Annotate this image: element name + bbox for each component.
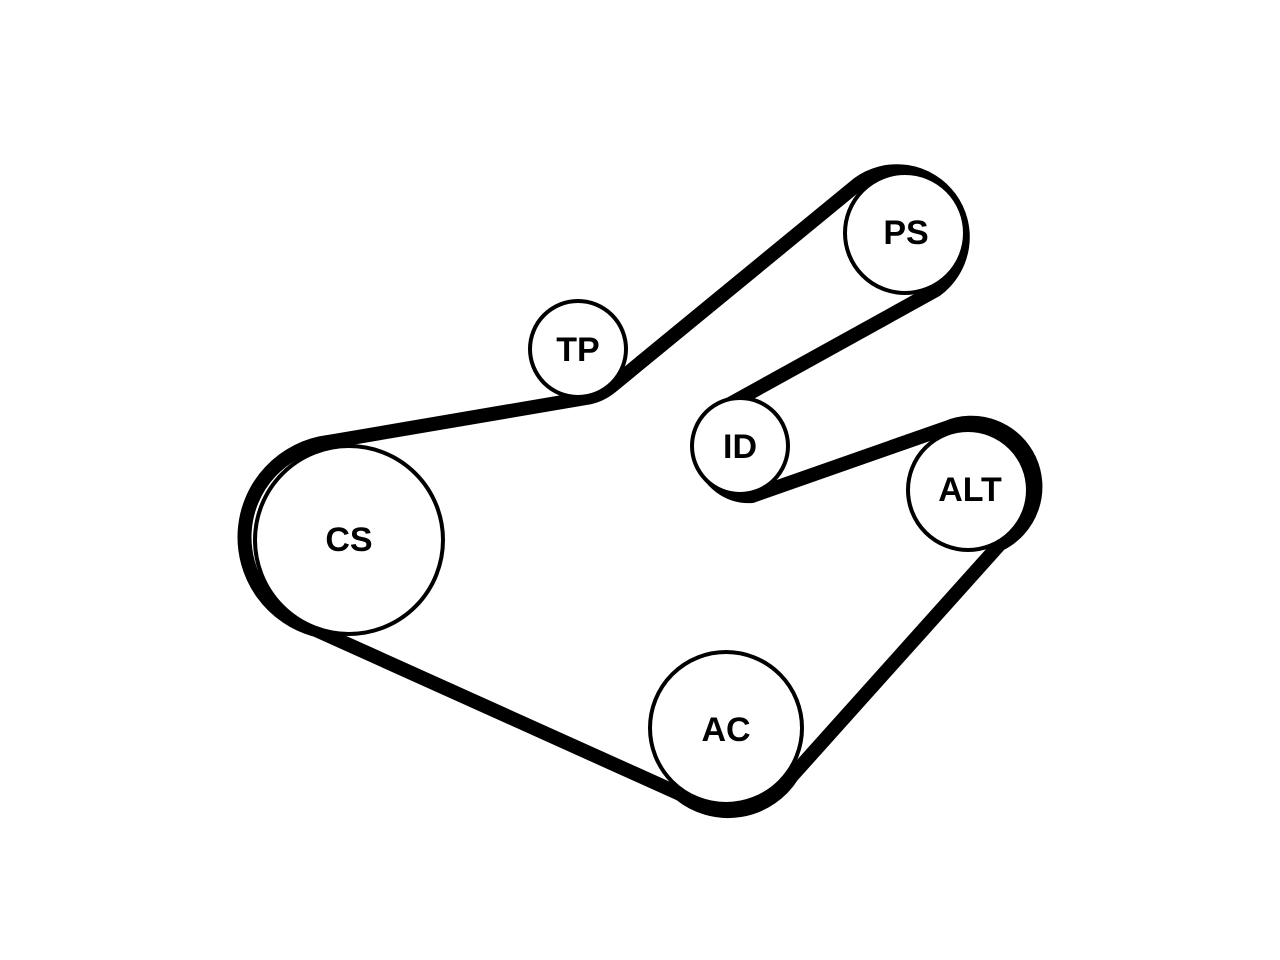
pulley-ac-label: AC bbox=[701, 711, 750, 749]
pulley-tp-circle bbox=[528, 299, 628, 399]
pulley-alt-circle bbox=[906, 428, 1030, 552]
pulley-cs-circle bbox=[253, 444, 445, 636]
pulley-alt: ALT bbox=[906, 428, 1030, 552]
pulley-ac: AC bbox=[648, 650, 804, 806]
pulley-tp-label: TP bbox=[556, 331, 599, 369]
pulley-cs-label: CS bbox=[325, 521, 372, 559]
pulley-ps: PS bbox=[843, 171, 967, 295]
pulley-cs: CS bbox=[253, 444, 445, 636]
pulley-id-circle bbox=[690, 396, 790, 496]
pulley-ps-label: PS bbox=[883, 214, 928, 252]
pulley-ac-circle bbox=[648, 650, 804, 806]
pulley-id-label: ID bbox=[723, 428, 757, 466]
pulley-alt-label: ALT bbox=[938, 471, 1002, 509]
pulley-id: ID bbox=[690, 396, 790, 496]
pulley-ps-circle bbox=[843, 171, 967, 295]
pulley-tp: TP bbox=[528, 299, 628, 399]
